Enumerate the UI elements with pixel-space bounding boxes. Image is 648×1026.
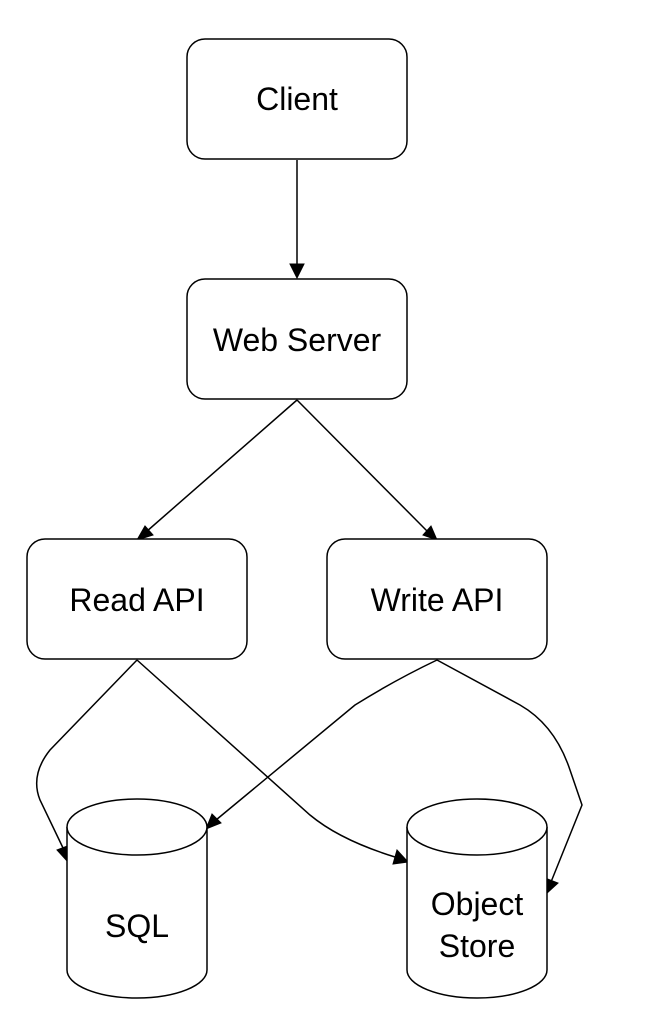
sql-cylinder-top bbox=[66, 798, 208, 856]
node-sql-label: SQL bbox=[105, 908, 169, 944]
node-write-api[interactable]: Write API bbox=[326, 538, 548, 660]
object-store-cylinder-top bbox=[406, 798, 548, 856]
node-write-api-label: Write API bbox=[371, 582, 504, 618]
edge-read-api-to-sql bbox=[35, 659, 138, 851]
sql-cylinder-body bbox=[66, 827, 208, 999]
node-client-label: Client bbox=[256, 81, 338, 117]
arrowhead-object-store-left bbox=[392, 849, 410, 865]
node-object-store[interactable]: Object Store bbox=[406, 798, 548, 999]
node-object-store-label-line2: Store bbox=[439, 928, 515, 964]
edges bbox=[35, 160, 583, 896]
edge-web-server-to-read-api bbox=[145, 399, 298, 533]
edge-write-api-to-sql bbox=[215, 659, 438, 821]
arrowhead-read-api bbox=[135, 525, 154, 541]
node-client[interactable]: Client bbox=[186, 38, 408, 160]
edge-write-api-to-object-store bbox=[436, 659, 583, 883]
arrowhead-write-api bbox=[422, 525, 438, 541]
edge-web-server-to-write-api bbox=[296, 399, 429, 533]
node-read-api-label: Read API bbox=[69, 582, 204, 618]
node-sql-database[interactable]: SQL bbox=[66, 798, 208, 999]
arrowhead-sql-right bbox=[205, 813, 222, 830]
node-read-api[interactable]: Read API bbox=[26, 538, 248, 660]
edge-read-api-to-object-store bbox=[136, 659, 396, 858]
object-store-cylinder-body bbox=[406, 827, 548, 999]
node-object-store-label-line1: Object bbox=[431, 886, 524, 922]
node-web-server-label: Web Server bbox=[213, 322, 382, 358]
node-web-server[interactable]: Web Server bbox=[186, 278, 408, 400]
arrowhead-web-server bbox=[289, 263, 305, 280]
